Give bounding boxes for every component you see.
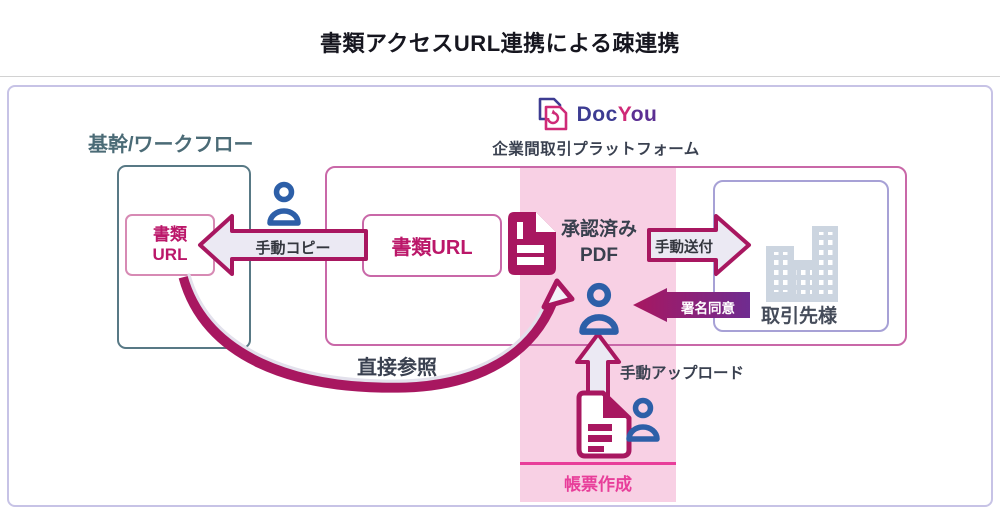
form-creation-label: 帳票作成 (564, 475, 632, 494)
manual-copy-label: 手動コピー (255, 240, 331, 257)
approved-pdf-line2: PDF (580, 244, 618, 266)
title-separator (0, 76, 1000, 77)
direct-reference-label: 直接参照 (357, 357, 437, 379)
core-doc-url-box: 書類 URL (125, 214, 215, 276)
approved-pdf-label: 承認済み PDF (549, 217, 649, 268)
partner-box (713, 180, 889, 332)
core-system-heading: 基幹/ワークフロー (88, 134, 254, 156)
platform-subtitle: 企業間取引プラットフォーム (492, 141, 700, 158)
docyou-logo-icon (538, 97, 567, 131)
platform-doc-url-label: 書類URL (391, 237, 473, 259)
form-creation-divider (520, 462, 676, 465)
page-title: 書類アクセスURL連携による疎連携 (320, 31, 680, 56)
brand-doc: Doc (576, 103, 618, 126)
platform-doc-url-box: 書類URL (362, 214, 502, 277)
brand-ou: ou (630, 103, 658, 126)
brand-y: Y (617, 103, 631, 126)
manual-send-label: 手動送付 (655, 240, 713, 256)
core-doc-url-line2: URL (152, 245, 188, 264)
partner-label: 取引先様 (760, 306, 837, 327)
approved-pdf-line1: 承認済み (560, 219, 637, 240)
manual-upload-label: 手動アップロード (620, 365, 745, 382)
docyou-logo: DocYou (436, 96, 756, 134)
docyou-brand: DocYou (577, 103, 658, 127)
core-doc-url-line1: 書類 (153, 224, 187, 244)
